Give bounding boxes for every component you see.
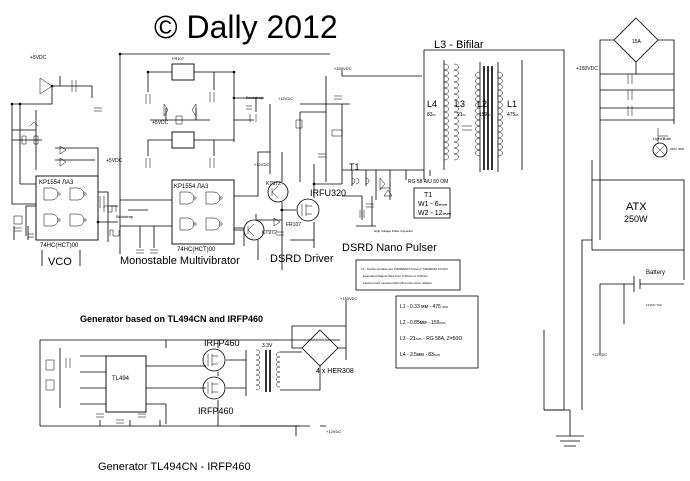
pulser-block: T1 RG 58 A/U 50 OM T1 W1 - 6ₘₘ W2 - 12ₘₘ… [342,162,461,291]
mono-rail-b: +5VDC [152,120,169,126]
fr107-b: FR107 [286,222,301,228]
t2-label: 3.3V [262,343,273,349]
coil-block: L3 - Bifilar L4 83ₘ L3 21ₘ L2 159ₘ L1 47… [395,39,584,447]
gen-heading: Generator based on TL494CN and IRFP460 [80,314,263,324]
irfp-a-label: IRFP460 [204,338,240,348]
note-3: Ferrite toroid mounted with Q8 on the sa… [363,281,432,285]
coil-l1-val: 475ₘ [507,112,518,118]
driver-block: KT972 KT972 IRFU320 FR107 Bootstrap +12V… [234,66,352,270]
vco-chip-label: KP1554 ЛА3 [39,180,74,186]
psu-block: ATX 250W 15A Light Bulb 230V 40W Battery… [576,17,685,357]
driver-rail-hv: +150VDC [334,66,352,71]
mono-block: KP1554 ЛА3 74HC(HCT)00 +5VDC +5VDC FR107… [106,52,330,267]
lamp-icon [652,142,668,158]
note-1: T1 - Ferrite toroidal core M4000NM K7x4x… [361,267,448,271]
kt972-a-label: KT972 [266,181,281,187]
regulator-1 [171,63,195,81]
coil-l4: L4 [427,99,437,109]
coil-header: L3 - Bifilar [434,39,484,51]
coil-l3-val: 21ₘ [457,112,466,118]
gen-rail-12: +12VDC [326,429,341,434]
winding-specs-box [395,295,479,369]
note-2: Enameled Magnet Wire from 0.35mm to 0.55… [363,274,428,278]
vco-rail: +5VDC [30,55,47,61]
vco-chip [35,175,99,241]
driver-rail: +12VDC [278,96,293,101]
hv-cap-label: High Voltage Pulse Capacitor [374,229,413,233]
coil-l4-val: 83ₘ [427,112,436,118]
mono-rail: +5VDC [106,158,123,164]
t1-w1: W1 - 6ₘₘ [418,201,447,208]
generator-block: Generator based on TL494CN and IRFP460 T… [39,296,358,473]
regulator-2 [171,131,195,149]
irfp-b [202,376,226,400]
spec-l4: L4 - 2.5мм - 83ₘₘ [400,352,440,358]
psu-vnote: +150VDC [576,66,598,72]
coil-l2: L2 [477,99,487,109]
kt972-b-label: KT972 [262,230,277,236]
irfu320-label: IRFU320 [310,188,346,198]
notes-box [355,259,461,291]
gen-rail: +150VDC [340,296,358,301]
coil-l1: L1 [507,99,517,109]
irfp-a [202,348,226,372]
tl494-label: TL494 [112,376,130,382]
gen-caption: Generator TL494CN - IRFP460 [98,461,251,473]
t1-spec-box [413,187,451,219]
vco-label: VCO [48,256,72,268]
title: © Dally 2012 [154,9,338,45]
q-kt972-b [243,219,265,241]
lamp-spec: 230V 40W [670,147,684,151]
coax-label: RG 58 A/U 50 OM [408,179,448,185]
diodes-label: 4 x HER308 [316,368,354,375]
coil-l2-val: 159ₘ [479,112,490,118]
spec-l2: L2 - 0.85мм - 159ₘₘ [400,320,446,326]
atx-name: ATX [626,201,647,213]
battery-label: Battery [646,270,665,276]
driver-rail-b: +12VDC [254,162,269,167]
psu-vout: +12VDC [592,352,607,357]
battery-spec: 12VDC 7Ah [646,303,662,307]
q-irfu320 [296,198,320,222]
spec-l1: L1 - 0.33 мм - 475 ₘₘ [400,304,448,310]
mono-chip [171,179,235,245]
atx-box [591,179,685,251]
t1-label-inline: T1 [349,162,360,172]
spec-l3: L3 - 21ₘₘ - RG 58A, Z=50Ω [400,336,462,342]
coil-l3: L3 [455,99,465,109]
vco-chip-part: 74HC(HCT)00 [40,243,79,249]
lamp-label: Light Bulb [653,136,672,141]
tl494-chip [105,355,147,413]
bootstrap-driver: Bootstrap [246,95,264,100]
bridge-label: 15A [632,39,642,45]
t1-w2: W2 - 12ₘₘ [418,210,451,217]
mono-chip-label: KP1554 ЛА3 [174,184,209,190]
t1-name: T1 [424,192,432,199]
mono-chip-part: 74HC(HCT)00 [177,247,216,253]
fr107-a: FR107 [172,56,185,61]
driver-label: DSRD Driver [270,253,334,265]
bootstrap-mono: Bootstrap [116,214,134,219]
vco-block: KP1554 ЛА3 74HC(HCT)00 +5VDC VCO [10,55,120,268]
atx-power: 250W [624,214,648,224]
interconnect-wires [341,70,592,410]
mono-label: Monostable Multivibrator [120,255,240,267]
pulser-label: DSRD Nano Pulser [342,242,437,254]
irfp-b-label: IRFP460 [198,406,234,416]
q-kt972-a [267,181,289,203]
